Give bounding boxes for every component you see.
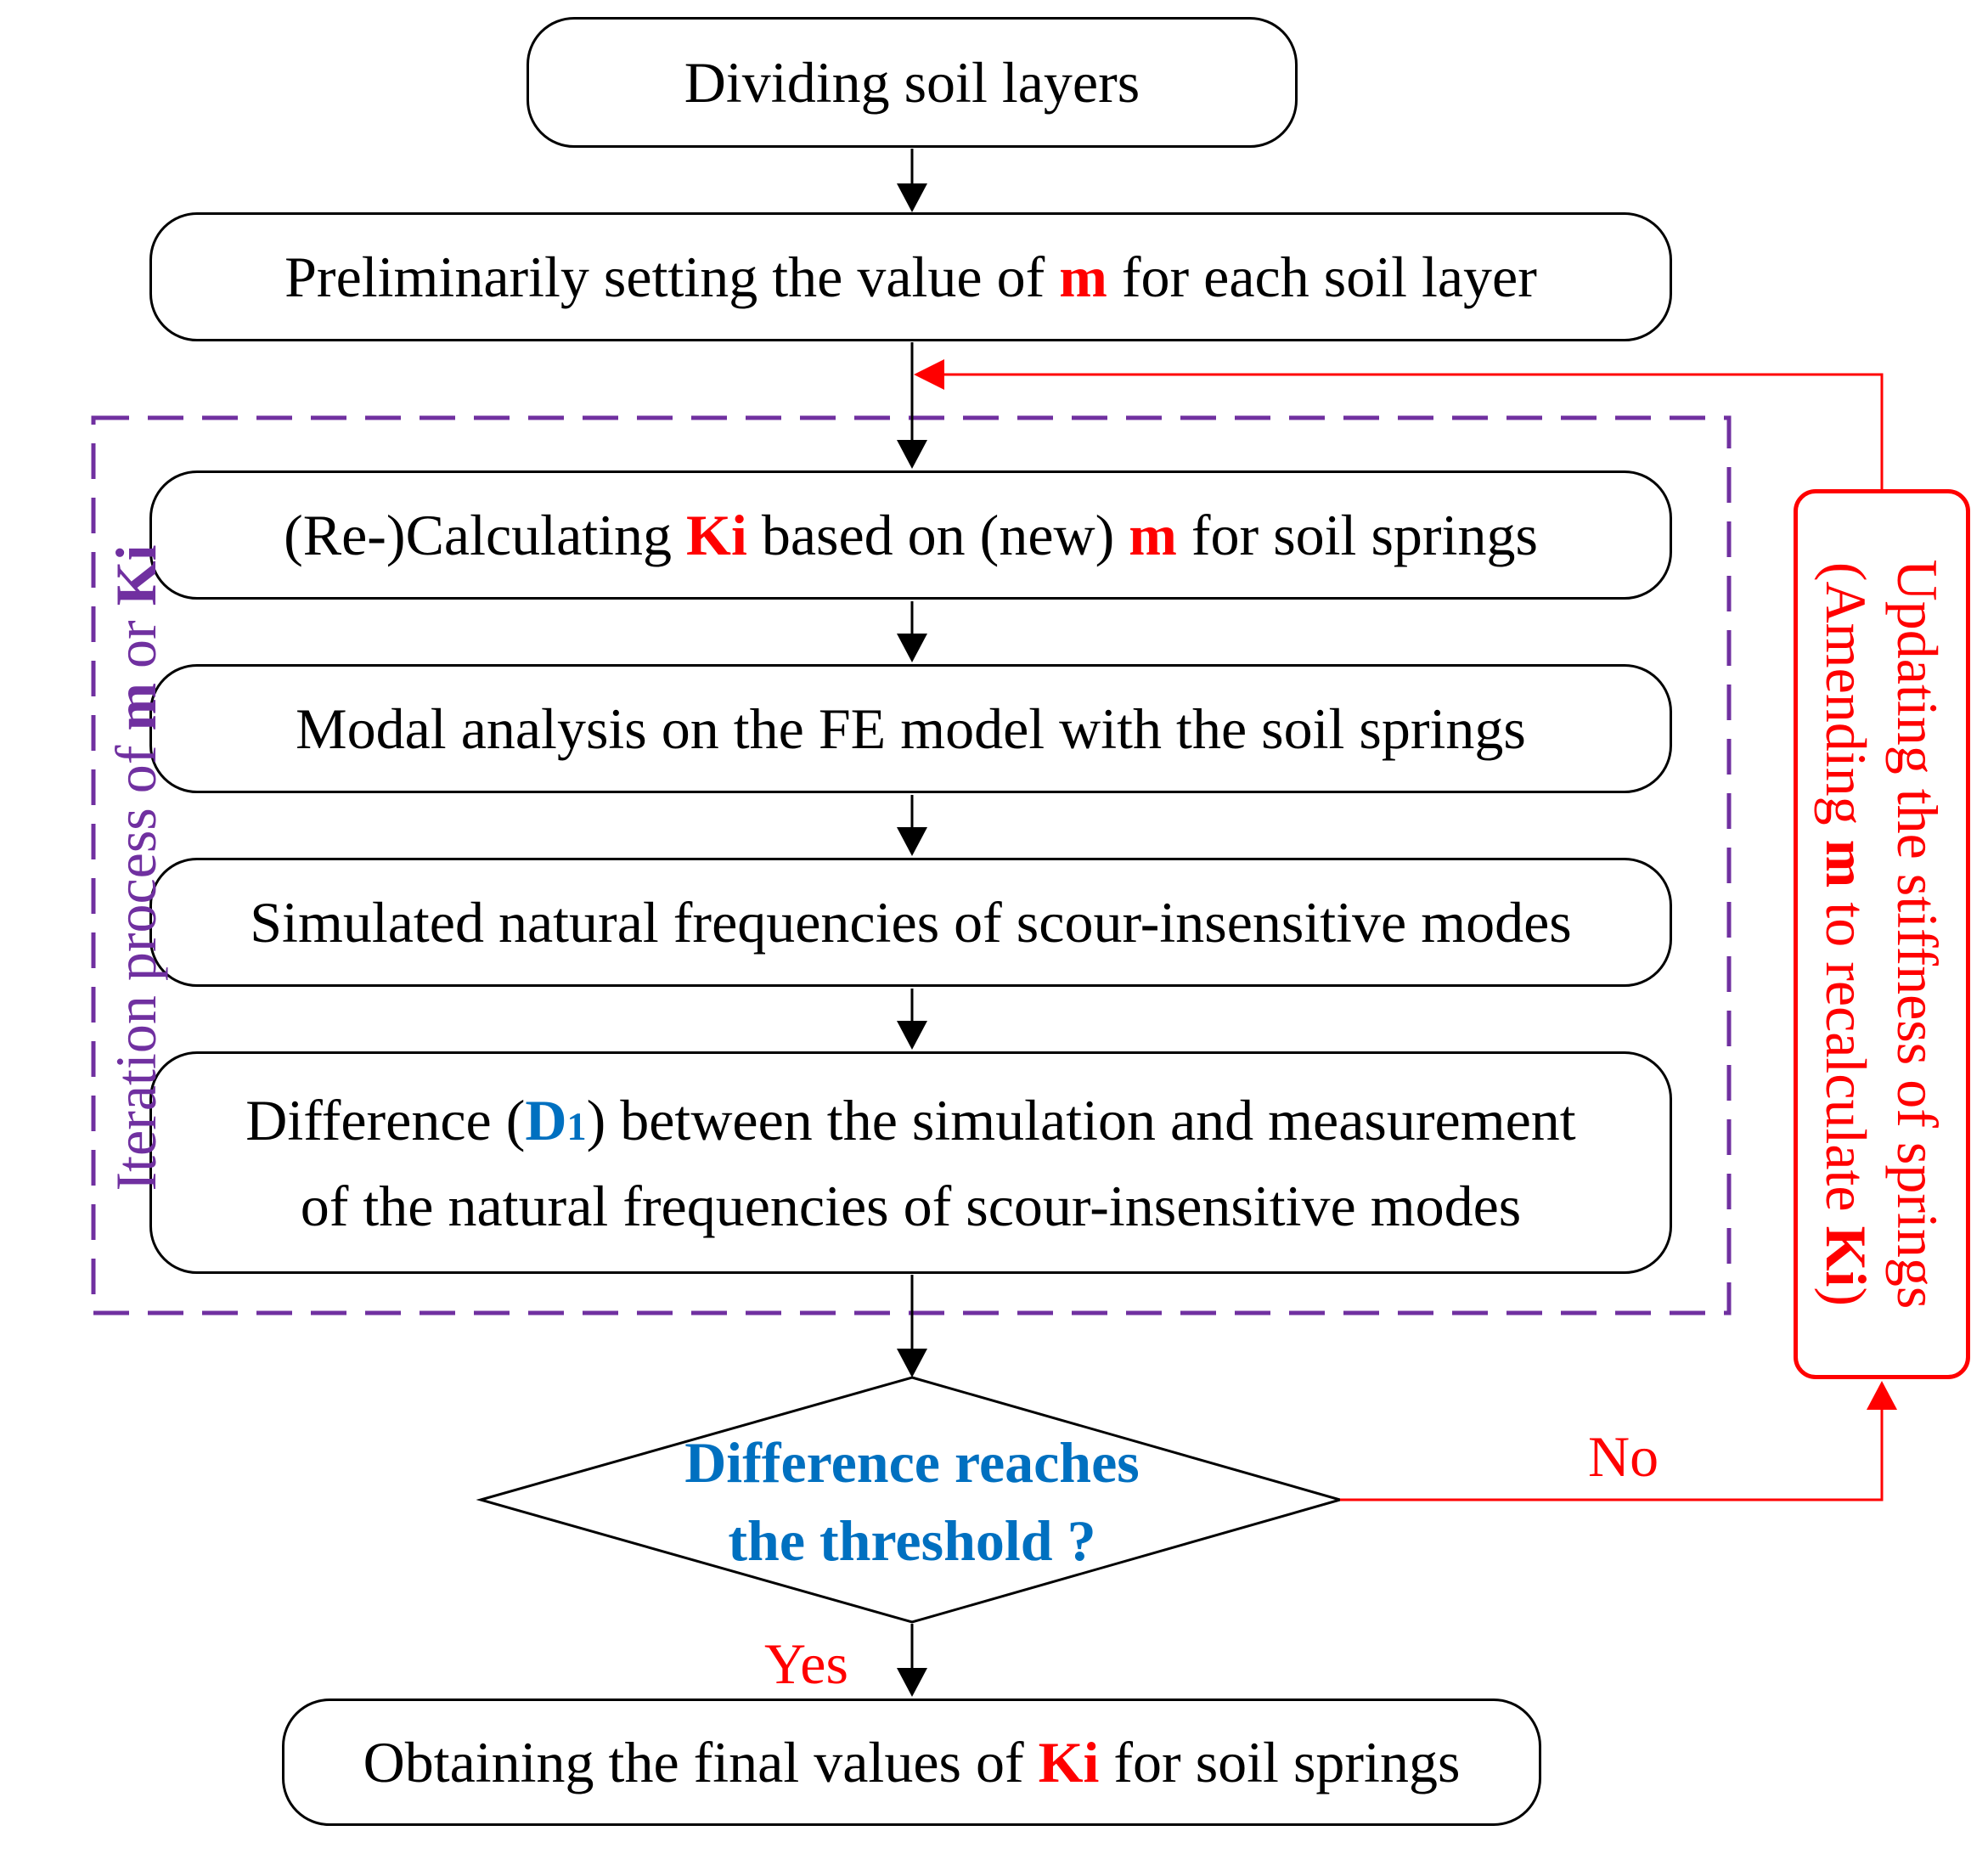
update-variable-ki: Ki [1814, 1225, 1878, 1287]
step-5-text: Simulated natural frequencies of scour-i… [250, 890, 1572, 955]
update-stiffness-text: Updating the stiffness of springs (Amend… [1811, 493, 1953, 1376]
step-calculate-ki: (Re-)Calculating Ki based on (new) m for… [149, 470, 1672, 600]
step-1-text: Dividing soil layers [684, 50, 1140, 115]
iteration-process-label: Iteration process of m or Ki [100, 443, 172, 1293]
variable-ki: Ki [1038, 1730, 1100, 1794]
step-3-text-post: for soil springs [1176, 503, 1538, 567]
feedback-arrowhead-left [914, 359, 944, 390]
final-text-pre: Obtaining the final values of [363, 1730, 1039, 1794]
feedback-no-line [1340, 1406, 1884, 1501]
variable-d1-subscript: 1 [566, 1105, 587, 1149]
step-4-text: Modal analysis on the FE model with the … [296, 696, 1526, 761]
step-difference-d1: Difference (D1) between the simulation a… [149, 1051, 1672, 1274]
update-line-2: (Amending m to recalculate Ki) [1811, 493, 1882, 1376]
final-step-text: Obtaining the final values of Ki for soi… [363, 1723, 1461, 1801]
step-set-m-value: Preliminarily setting the value of m for… [149, 212, 1672, 341]
update-line-2-mid: to recalculate [1814, 887, 1878, 1226]
step-6-text-post: ) between the simulation and measurement [586, 1087, 1576, 1152]
iteration-label-m: m [104, 682, 168, 731]
update-line-1: Updating the stiffness of springs [1885, 559, 1950, 1310]
variable-ki: Ki [686, 503, 747, 567]
update-line-2-post: ) [1814, 1287, 1878, 1307]
step-modal-analysis: Modal analysis on the FE model with the … [149, 664, 1672, 793]
update-variable-m: m [1814, 839, 1878, 888]
step-3-text: (Re-)Calculating Ki based on (new) m for… [284, 496, 1538, 574]
step-6-line-1: Difference (D1) between the simulation a… [245, 1081, 1575, 1167]
feedback-arrowhead-up [1867, 1381, 1897, 1410]
arrowhead-final [897, 1668, 927, 1697]
arrowhead-step5 [897, 827, 927, 856]
arrowhead-step4 [897, 634, 927, 662]
variable-m: m [1059, 245, 1107, 309]
step-2-text-pre: Preliminarily setting the value of [284, 245, 1060, 309]
iteration-label-mid: or [104, 606, 168, 683]
variable-d1: D1 [525, 1088, 586, 1152]
arrowhead-step3 [897, 440, 927, 469]
no-label: No [1588, 1424, 1659, 1489]
decision-diamond [476, 1376, 1345, 1624]
final-text-post: for soil springs [1099, 1730, 1461, 1794]
step-6-text-pre: Difference ( [245, 1087, 526, 1152]
step-dividing-soil-layers: Dividing soil layers [527, 17, 1298, 148]
iteration-label-ki: Ki [104, 544, 168, 606]
yes-label: Yes [764, 1631, 848, 1696]
arrowhead-step6 [897, 1021, 927, 1050]
variable-d1-letter: D [525, 1087, 567, 1152]
step-simulated-frequencies: Simulated natural frequencies of scour-i… [149, 858, 1672, 987]
decision-line-2: the threshold ? [728, 1508, 1096, 1573]
arrowhead-decision [897, 1349, 927, 1377]
step-3-text-mid: based on (new) [746, 503, 1129, 567]
step-final-ki-values: Obtaining the final values of Ki for soi… [282, 1699, 1541, 1826]
step-3-text-pre: (Re-)Calculating [284, 503, 687, 567]
arrowhead-step2 [897, 183, 927, 212]
iteration-label-pre: Iteration process of [104, 730, 168, 1192]
variable-m: m [1129, 503, 1177, 567]
step-6-line-2: of the natural frequencies of scour-inse… [300, 1173, 1522, 1238]
decision-line-1: Difference reaches [684, 1430, 1140, 1495]
decision-text: Difference reaches the threshold ? [657, 1423, 1167, 1580]
update-stiffness-box [1794, 489, 1970, 1379]
feedback-return-line [943, 373, 1884, 489]
step-2-text-post: for each soil layer [1107, 245, 1537, 309]
update-line-2-pre: (Amending [1814, 561, 1878, 840]
step-2-text: Preliminarily setting the value of m for… [284, 238, 1537, 316]
